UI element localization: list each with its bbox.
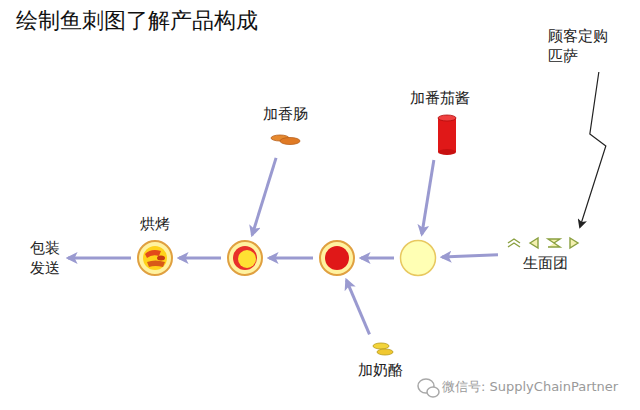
process-circle-shape <box>317 238 357 278</box>
node-label: 烘烤 <box>130 214 180 234</box>
process-circle <box>317 238 357 278</box>
node-label: 加番茄酱 <box>405 88 475 108</box>
ingredient-node: 加番茄酱 <box>405 88 475 156</box>
process-circle <box>225 238 265 278</box>
ingredient-node: 加奶酪 <box>345 338 415 380</box>
process-circle-shape <box>135 238 175 278</box>
node-label: 加奶酪 <box>345 360 415 380</box>
tomato-icon <box>405 112 475 156</box>
node-label: 生面团 <box>502 253 588 273</box>
flow-arrow <box>361 257 394 260</box>
flow-arrow <box>252 158 276 235</box>
node-label: 加香肠 <box>250 104 320 124</box>
flow-arrow <box>422 160 434 234</box>
cheese-icon <box>345 338 415 360</box>
flow-arrow <box>179 257 221 260</box>
flow-arrow <box>269 257 313 260</box>
ingredient-node: 生面团 <box>502 233 588 273</box>
process-circle <box>398 238 438 278</box>
node-label: 包装发送 <box>30 238 64 278</box>
sausage-icon <box>250 128 320 154</box>
wechat-icon <box>418 379 439 397</box>
text-node: 包装发送 <box>30 238 64 278</box>
process-circle-shape <box>398 238 438 278</box>
process-circle-shape <box>225 238 265 278</box>
ingredient-node: 加香肠 <box>250 104 320 154</box>
watermark: 微信号: SupplyChainPartner <box>442 378 618 396</box>
flow-arrow <box>68 257 131 260</box>
process-circle: 烘烤 <box>130 214 180 278</box>
lightning-arrow <box>580 72 606 227</box>
dough-icon <box>502 233 588 253</box>
flow-arrow <box>346 280 369 334</box>
diagram-title: 绘制鱼刺图了解产品构成 <box>16 6 258 36</box>
text-node: 顾客定购匹萨 <box>548 26 610 66</box>
node-label: 顾客定购匹萨 <box>548 26 610 66</box>
flow-arrow <box>442 255 498 257</box>
